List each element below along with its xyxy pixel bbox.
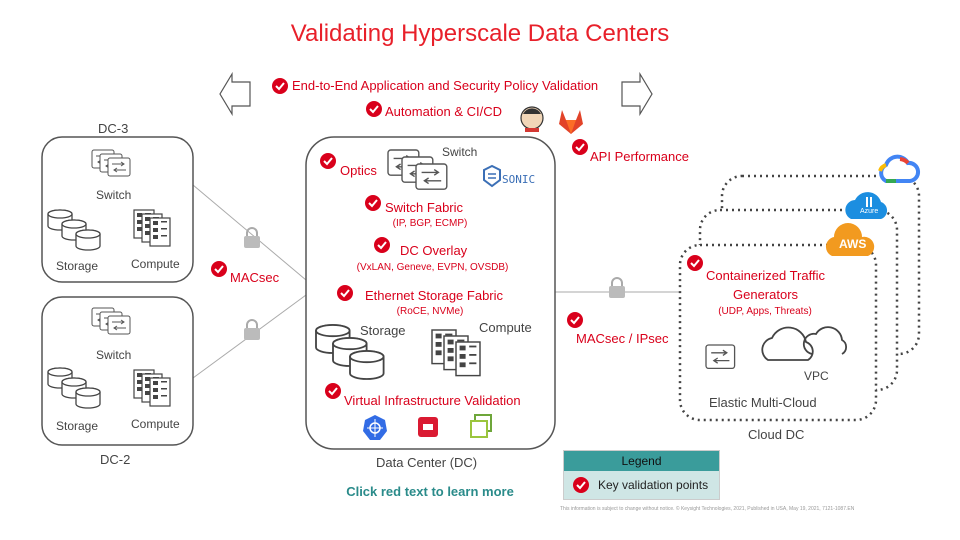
dc-overlay-sub: (VxLAN, Geneve, EVPN, OVSDB): [356, 262, 509, 273]
link-policy-validation[interactable]: End-to-End Application and Security Poli…: [292, 78, 599, 93]
center-storage-label: Storage: [360, 323, 406, 338]
check-icon: [320, 153, 336, 169]
center-compute-label: Compute: [479, 320, 532, 335]
check-icon: [374, 237, 390, 253]
aws-label: AWS: [839, 237, 867, 251]
sonic-label: SONIC: [502, 173, 536, 186]
check-icon: [325, 383, 341, 399]
link-macsec-ipsec[interactable]: MACsec / IPsec: [576, 331, 669, 346]
page-title: Validating Hyperscale Data Centers: [290, 20, 670, 47]
containerized-sub: (UDP, Apps, Threats): [718, 306, 812, 317]
dc2-storage-label: Storage: [56, 419, 99, 433]
cloud-dc-name: Cloud DC: [748, 427, 805, 442]
azure-icon: [845, 192, 888, 219]
gitlab-icon: [559, 110, 583, 134]
link-switch-fabric[interactable]: Switch Fabric: [385, 200, 464, 215]
legend-heading: Legend: [564, 451, 719, 471]
google-cloud-icon: [878, 154, 920, 183]
jenkins-icon: [520, 106, 544, 132]
cta-text: Click red text to learn more: [346, 484, 514, 499]
check-icon: [366, 101, 382, 117]
dc2-compute-label: Compute: [131, 417, 180, 431]
vmware-icon: [470, 414, 492, 438]
center-dc-name: Data Center (DC): [376, 455, 478, 470]
dc3-switch-label: Switch: [96, 188, 132, 202]
check-icon: [567, 312, 583, 328]
link-containerized-line2[interactable]: Generators: [733, 287, 799, 302]
check-icon: [272, 78, 288, 94]
check-icon: [687, 255, 703, 271]
link-containerized-line1[interactable]: Containerized Traffic: [706, 268, 825, 283]
dc2-title: DC-2: [100, 452, 131, 467]
legend: Legend Key validation points: [563, 450, 720, 500]
check-icon: [211, 261, 227, 277]
dc2-switch-label: Switch: [96, 348, 132, 362]
dc3-compute-label: Compute: [131, 257, 180, 271]
switch-fabric-sub: (IP, BGP, ECMP): [392, 218, 468, 229]
link-virtual-infra[interactable]: Virtual Infrastructure Validation: [344, 393, 521, 408]
arrow-left-icon: [219, 71, 251, 117]
aws-icon: [825, 223, 875, 256]
arrow-right-icon: [621, 71, 653, 117]
link-automation[interactable]: Automation & CI/CD: [385, 104, 503, 119]
footnote: This information is subject to change wi…: [560, 506, 855, 512]
check-icon: [337, 285, 353, 301]
sonic-icon: [483, 164, 501, 188]
switch-icon: [705, 344, 736, 370]
legend-item: Key validation points: [598, 478, 709, 492]
vpc-label: VPC: [804, 369, 829, 383]
link-api-performance[interactable]: API Performance: [590, 149, 689, 164]
check-icon: [573, 477, 589, 493]
dc3-storage-label: Storage: [56, 259, 99, 273]
azure-label: Azure: [860, 208, 879, 215]
link-storage-fabric[interactable]: Ethernet Storage Fabric: [365, 288, 504, 303]
cloud-icon: [761, 326, 848, 361]
lock-icon: [243, 319, 261, 341]
center-switch-label: Switch: [442, 145, 478, 159]
check-icon: [572, 139, 588, 155]
dc3-title: DC-3: [98, 121, 129, 136]
storage-fabric-sub: (RoCE, NVMe): [396, 306, 464, 317]
link-optics[interactable]: Optics: [340, 163, 377, 178]
link-dc-overlay[interactable]: DC Overlay: [400, 243, 468, 258]
lock-icon: [608, 277, 626, 299]
openstack-icon: [418, 417, 438, 437]
multi-cloud-label: Elastic Multi-Cloud: [709, 395, 817, 410]
kubernetes-icon: [363, 415, 387, 440]
legend-body: Key validation points: [564, 471, 719, 499]
check-icon: [365, 195, 381, 211]
lock-icon: [243, 227, 261, 249]
link-macsec[interactable]: MACsec: [230, 270, 280, 285]
